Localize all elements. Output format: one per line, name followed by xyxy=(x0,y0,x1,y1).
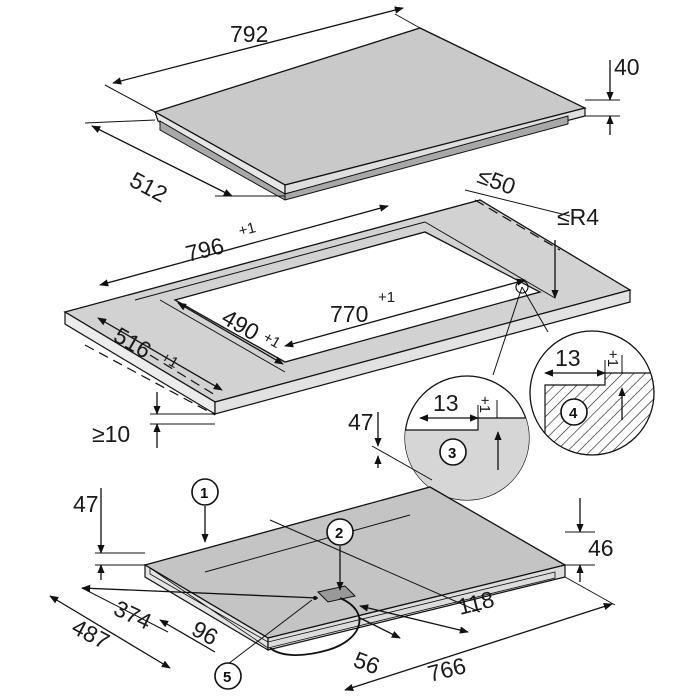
dim-left-height: 47 xyxy=(73,491,99,517)
hob-top-view: 792 512 40 ≤50 xyxy=(84,6,640,217)
dim-cutout-inner-depth-tol: +1 xyxy=(260,329,283,352)
callout-2-circle xyxy=(326,518,354,546)
dim-depth-487: 487 xyxy=(68,613,114,654)
callout-1: 1 xyxy=(200,485,208,502)
dim-corner-radius: ≤R4 xyxy=(557,204,599,230)
dim-min-front-distance: ≥10 xyxy=(92,421,130,447)
detail3-value: 13 xyxy=(433,390,459,416)
callout-4-circle xyxy=(560,398,588,426)
callout-3: 3 xyxy=(448,445,456,462)
hob-underside: 1 2 5 47 47 46 374 487 96 xyxy=(49,409,616,691)
detail4-tol: +1 xyxy=(604,350,621,367)
dim-offset-96: 96 xyxy=(188,615,223,650)
dim-top-height: 47 xyxy=(348,409,374,435)
callout-5: 5 xyxy=(223,669,231,686)
dim-cutout-inner-width-tol: +1 xyxy=(378,289,395,306)
callout-1-circle xyxy=(191,478,219,506)
dim-cutout-outer-width-tol: +1 xyxy=(237,219,258,240)
callout-5-circle xyxy=(214,662,242,690)
dim-width-766: 766 xyxy=(425,652,469,687)
dim-cutout-outer-width: 796 xyxy=(183,232,227,267)
callout-4: 4 xyxy=(569,405,578,422)
dim-right-height: 46 xyxy=(588,535,614,561)
dim-cutout-inner-width: 770 xyxy=(330,301,368,327)
dim-offset-374: 374 xyxy=(110,595,156,635)
dim-hob-width: 792 xyxy=(230,21,268,47)
dim-cutout-outer-depth-tol: +1 xyxy=(158,349,181,372)
dim-hob-thickness: 40 xyxy=(614,54,640,80)
worktop-cutout: ≤R4 796 +1 770 +1 490 +1 516 +1 ≥10 xyxy=(63,199,632,448)
dim-offset-56: 56 xyxy=(350,646,383,679)
detail-4: 13 +1 4 xyxy=(529,330,655,456)
dim-hob-depth: 512 xyxy=(126,166,172,207)
detail3-tol: +1 xyxy=(476,396,493,413)
callout-2: 2 xyxy=(335,525,343,542)
callout-3-circle xyxy=(439,438,467,466)
detail4-value: 13 xyxy=(555,345,581,371)
